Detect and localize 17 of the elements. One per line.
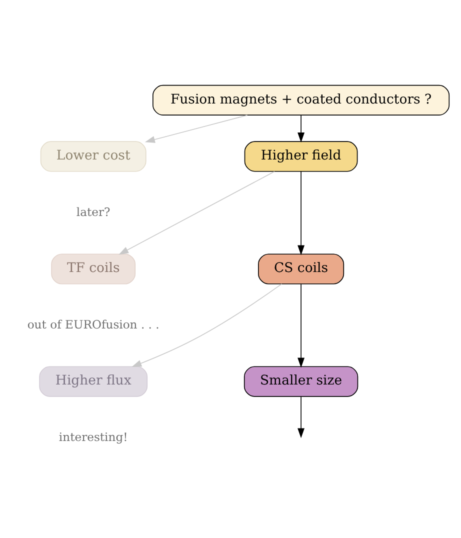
node-box: CS coils: [258, 254, 344, 284]
node-box: TF coils: [51, 254, 136, 284]
arrow: [298, 114, 305, 142]
node-label: interesting!: [58, 430, 128, 444]
arrow: [298, 171, 305, 256]
node-box: Higher field: [244, 141, 358, 172]
node-box: Higher flux: [39, 366, 148, 397]
node-box: Lower cost: [40, 141, 146, 172]
node-label: later?: [76, 204, 110, 219]
node-box: Fusion magnets + coated conductors ?: [152, 84, 450, 116]
arrow: [118, 171, 275, 255]
arrow: [298, 396, 305, 438]
arrow: [132, 284, 282, 368]
arrow: [298, 284, 305, 368]
node-label: out of EUROfusion . . .: [27, 317, 160, 332]
arrow: [144, 114, 248, 143]
node-box: Smaller size: [244, 366, 358, 397]
